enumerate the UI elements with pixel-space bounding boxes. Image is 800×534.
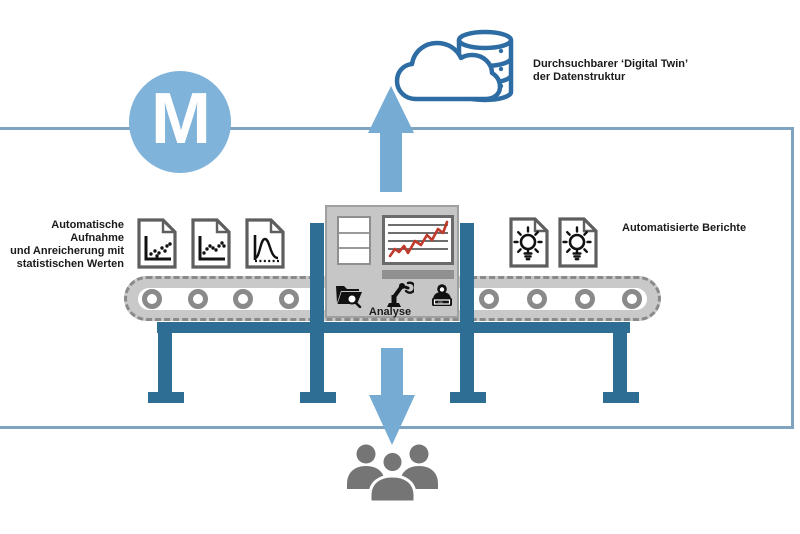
conveyor-leg: [158, 333, 172, 392]
conveyor-foot: [603, 392, 639, 403]
ingest-label-line3: statistischen Werten: [16, 258, 124, 270]
cloud-database-icon: [394, 29, 514, 103]
document-scatter-icon: [191, 218, 231, 269]
roller-icon: [233, 289, 253, 309]
robot-arm-icon: [387, 281, 414, 307]
analyst-laptop-icon: </>: [432, 284, 452, 306]
ingest-label-line1: Automatische Aufnahme: [51, 219, 124, 244]
digital-twin-label-line2: der Datenstruktur: [533, 71, 626, 83]
svg-text:</>: </>: [438, 301, 443, 305]
machine-post-left: [310, 223, 324, 392]
analysis-machine: </> Analyse: [325, 205, 459, 318]
conveyor-leg: [613, 333, 627, 392]
logo-m-letter: M: [151, 79, 211, 159]
roller-icon: [279, 289, 299, 309]
document-lightbulb-icon: [558, 217, 598, 268]
conveyor-foot: [450, 392, 486, 403]
roller-icon: [142, 289, 162, 309]
machine-slot: [382, 270, 454, 279]
ingest-label-line2: und Anreicherung mit: [10, 245, 124, 257]
arrow-down-icon: [369, 348, 415, 445]
document-distribution-icon: [245, 218, 285, 269]
digital-twin-label: Durchsuchbarer ‘Digital Twin’ der Datens…: [533, 58, 703, 84]
conveyor-beam: [157, 322, 630, 333]
machine-post-right: [460, 223, 474, 392]
roller-icon: [188, 289, 208, 309]
roller-icon: [622, 289, 642, 309]
machine-label: Analyse: [368, 306, 412, 318]
roller-icon: [479, 289, 499, 309]
digital-twin-label-line1: Durchsuchbarer ‘Digital Twin’: [533, 58, 689, 70]
tray-divider: [339, 247, 369, 249]
logo-m-badge: M: [129, 71, 231, 173]
arrow-up-icon: [368, 86, 414, 192]
document-lightbulb-icon: [509, 217, 549, 268]
conveyor-foot: [148, 392, 184, 403]
ingest-label: Automatische Aufnahme und Anreicherung m…: [0, 219, 124, 271]
monitor-chart-icon: [382, 215, 454, 265]
conveyor-foot: [300, 392, 336, 403]
document-scatter-icon: [137, 218, 177, 269]
reports-label: Automatisierte Berichte: [622, 222, 747, 234]
roller-icon: [527, 289, 547, 309]
folder-search-icon: [336, 286, 362, 308]
roller-icon: [575, 289, 595, 309]
users-group-icon: [347, 444, 438, 503]
tray-icon: [337, 216, 371, 265]
tray-divider: [339, 232, 369, 234]
